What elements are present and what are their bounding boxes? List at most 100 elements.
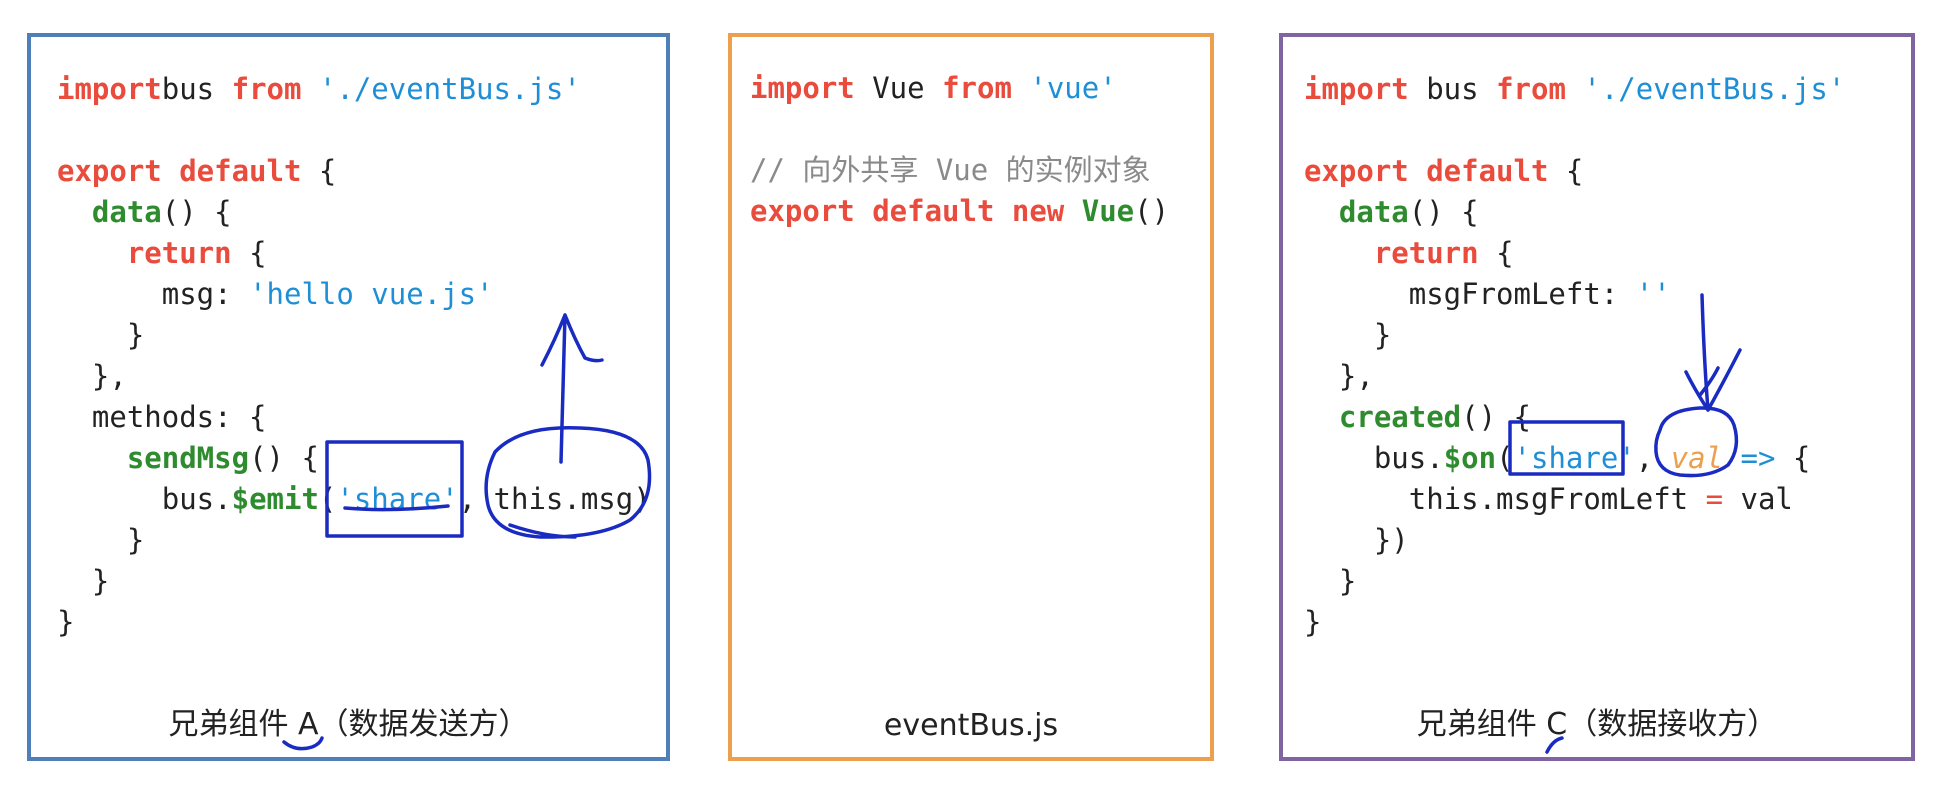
code-token: from <box>1496 72 1566 106</box>
code-token: } <box>57 564 110 598</box>
code-token <box>1304 400 1339 434</box>
code-line <box>1304 110 1845 151</box>
code-token: () { <box>1408 195 1479 229</box>
code-token: import <box>57 72 162 106</box>
code-line: } <box>1304 602 1845 643</box>
code-token: msg: <box>57 277 250 311</box>
code-token <box>57 441 127 475</box>
code-token: return <box>126 236 232 270</box>
code-token: { <box>231 236 267 270</box>
code-token: Vue <box>1081 194 1135 228</box>
code-line: data() { <box>1304 192 1845 233</box>
code-line: } <box>57 520 651 561</box>
code-token: }, <box>1304 359 1374 393</box>
sender-code-block: importbus from './eventBus.js' export def… <box>57 69 651 643</box>
code-token <box>1304 236 1374 270</box>
code-line: methods: { <box>57 397 651 438</box>
code-token <box>1064 194 1081 228</box>
code-token: bus <box>161 72 232 106</box>
code-token: return <box>1373 236 1479 270</box>
code-token: { <box>1775 441 1811 475</box>
receiver-code-block: import bus from './eventBus.js' export de… <box>1304 69 1845 643</box>
code-line: } <box>57 315 651 356</box>
code-token: from <box>942 71 1012 105</box>
event-bus-code-block: import Vue from 'vue' // 向外共享 Vue 的实例对象 ex… <box>750 68 1169 232</box>
code-token <box>57 195 92 229</box>
code-line: sendMsg() { <box>57 438 651 479</box>
code-token: { <box>301 154 337 188</box>
code-line: } <box>1304 561 1845 602</box>
code-token: () <box>1134 194 1170 228</box>
code-token: () { <box>1461 400 1531 434</box>
code-line: export default new Vue() <box>750 191 1169 232</box>
code-token: 'hello vue.js' <box>249 277 494 311</box>
code-token: $emit <box>231 482 319 516</box>
code-token: ( <box>1496 441 1514 475</box>
code-token: $on <box>1443 441 1497 475</box>
code-line: import bus from './eventBus.js' <box>1304 69 1845 110</box>
code-line: // 向外共享 Vue 的实例对象 <box>750 150 1169 191</box>
code-line: msg: 'hello vue.js' <box>57 274 651 315</box>
code-line: }) <box>1304 520 1845 561</box>
code-line: msgFromLeft: '' <box>1304 274 1845 315</box>
code-token: created <box>1338 400 1462 434</box>
code-token: } <box>1304 605 1322 639</box>
code-token: } <box>1304 564 1357 598</box>
code-token: methods: { <box>57 400 267 434</box>
code-token: } <box>57 523 145 557</box>
code-line <box>750 109 1169 150</box>
code-line: bus.$on('share', val => { <box>1304 438 1845 479</box>
code-token: Vue <box>854 71 943 105</box>
code-token: data <box>91 195 162 229</box>
code-line: } <box>57 602 651 643</box>
code-token: from <box>231 72 302 106</box>
code-token <box>1304 195 1339 229</box>
code-token: val <box>1723 482 1793 516</box>
code-token: bus. <box>1304 441 1444 475</box>
code-token: 'vue' <box>1011 71 1117 105</box>
code-token: this.msgFromLeft <box>1304 482 1706 516</box>
code-token: } <box>57 318 145 352</box>
code-token: import <box>750 71 855 105</box>
receiver-caption: 兄弟组件 C（数据接收方） <box>1416 707 1778 742</box>
receiver-component-panel: import bus from './eventBus.js' export de… <box>1279 33 1915 761</box>
code-token: , <box>1635 441 1671 475</box>
code-token: }) <box>1304 523 1409 557</box>
code-token: 'share' <box>336 482 459 516</box>
code-token: () { <box>161 195 232 229</box>
code-line: return { <box>1304 233 1845 274</box>
code-line: } <box>57 561 651 602</box>
code-line <box>57 110 651 151</box>
code-line: export default { <box>57 151 651 192</box>
code-token: val <box>1670 441 1724 475</box>
code-token: => <box>1723 441 1776 475</box>
code-line: }, <box>57 356 651 397</box>
code-token: ( <box>318 482 337 516</box>
code-token: { <box>1478 236 1514 270</box>
code-token: () { <box>249 441 319 475</box>
event-bus-caption: eventBus.js <box>883 708 1059 743</box>
code-line: } <box>1304 315 1845 356</box>
code-line: export default { <box>1304 151 1845 192</box>
code-token: 'share' <box>1513 441 1636 475</box>
code-token: '' <box>1635 277 1671 311</box>
code-line: importbus from './eventBus.js' <box>57 69 651 110</box>
code-line: import Vue from 'vue' <box>750 68 1169 109</box>
code-token: }, <box>57 359 127 393</box>
code-token: msgFromLeft: <box>1304 277 1636 311</box>
code-token: export default <box>1304 154 1549 188</box>
code-token: // 向外共享 Vue 的实例对象 <box>750 153 1151 187</box>
code-line: }, <box>1304 356 1845 397</box>
code-token: bus <box>1408 72 1497 106</box>
code-token: , this.msg) <box>458 482 651 516</box>
code-token: { <box>1548 154 1584 188</box>
sender-caption: 兄弟组件 A（数据发送方） <box>168 707 529 742</box>
code-token: data <box>1338 195 1409 229</box>
code-line: data() { <box>57 192 651 233</box>
code-token: './eventBus.js' <box>301 72 581 106</box>
code-token: } <box>1304 318 1392 352</box>
code-token: sendMsg <box>126 441 250 475</box>
code-token: import <box>1304 72 1409 106</box>
code-token: bus. <box>57 482 232 516</box>
code-line: created() { <box>1304 397 1845 438</box>
